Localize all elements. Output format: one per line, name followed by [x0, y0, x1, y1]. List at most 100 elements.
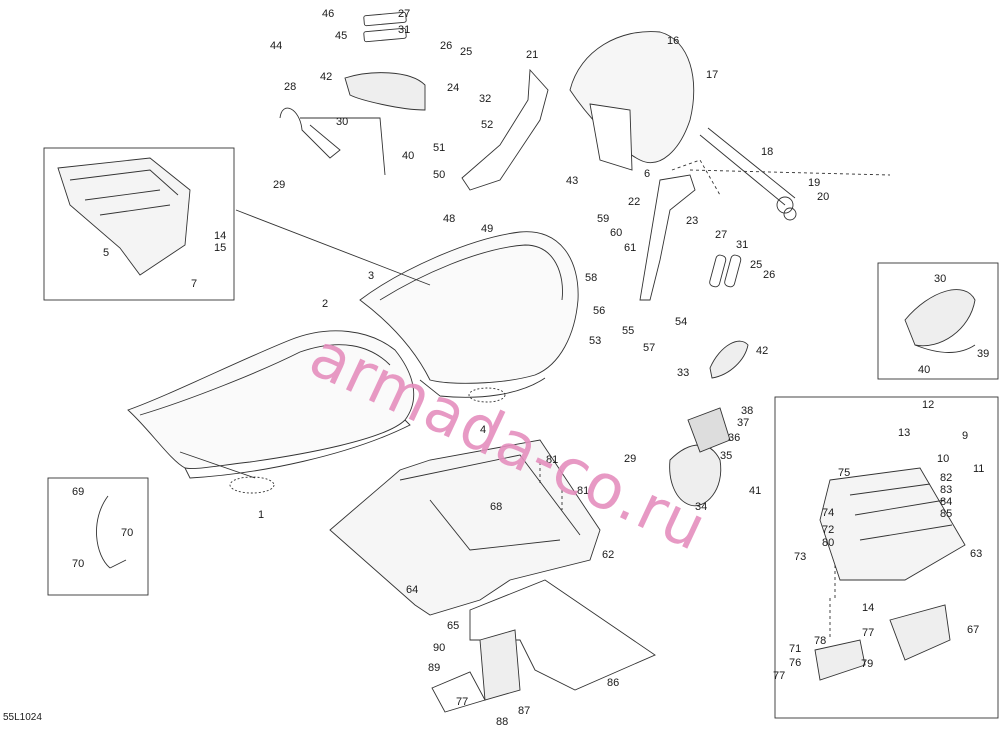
callout-label: 88 [496, 716, 509, 728]
callout-label: 56 [593, 305, 606, 317]
callout-label: 70 [121, 527, 134, 539]
callout-label: 5 [103, 247, 110, 259]
callout-label: 40 [918, 364, 931, 376]
callout-label: 27 [715, 229, 728, 241]
under-tray [329, 439, 601, 616]
callout-label: 60 [610, 227, 623, 239]
callout-label: 77 [456, 696, 469, 708]
callout-label: 2 [322, 298, 329, 310]
callout-label: 65 [447, 620, 460, 632]
callout-label: 43 [566, 175, 579, 187]
callout-label: 44 [270, 40, 283, 52]
callout-label: 64 [406, 584, 419, 596]
callout-label: 69 [72, 486, 85, 498]
callout-label: 22 [628, 196, 641, 208]
callout-label: 85 [940, 508, 953, 520]
callout-label: 31 [398, 24, 411, 36]
inset-frame-rack [774, 396, 999, 719]
callout-label: 71 [789, 643, 802, 655]
callout-label: 57 [643, 342, 656, 354]
callout-label: 70 [72, 558, 85, 570]
floor-mat [469, 579, 656, 691]
callout-label: 35 [720, 450, 733, 462]
callout-label: 10 [937, 453, 950, 465]
callout-label: 13 [898, 427, 911, 439]
callout-label: 11 [973, 463, 985, 475]
callout-label: 52 [481, 119, 494, 131]
callout-label: 42 [756, 345, 769, 357]
callout-label: 79 [861, 658, 874, 670]
callout-label: 73 [794, 551, 807, 563]
callout-label: 26 [440, 40, 453, 52]
callout-label: 51 [433, 142, 446, 154]
callout-label: 33 [677, 367, 690, 379]
inset-frame-seat-base [43, 147, 235, 301]
callout-label: 58 [585, 272, 598, 284]
callout-label: 12 [922, 399, 935, 411]
callout-label: 87 [518, 705, 531, 717]
callout-label: 62 [602, 549, 615, 561]
callout-label: 30 [336, 116, 349, 128]
callout-label: 21 [526, 49, 539, 61]
callout-label: 59 [597, 213, 610, 225]
callout-label: 26 [763, 269, 776, 281]
callout-label: 36 [728, 432, 741, 444]
callout-label: 53 [589, 335, 602, 347]
callout-label: 83 [940, 484, 953, 496]
callout-label: 78 [814, 635, 827, 647]
callout-label: 89 [428, 662, 441, 674]
callout-label: 20 [817, 191, 830, 203]
callout-label: 9 [962, 430, 969, 442]
callout-label: 77 [773, 670, 786, 682]
callout-label: 7 [191, 278, 198, 290]
callout-label: 61 [624, 242, 637, 254]
callout-label: 54 [675, 316, 688, 328]
callout-label: 67 [967, 624, 980, 636]
callout-label: 75 [838, 467, 851, 479]
callout-label: 32 [479, 93, 492, 105]
callout-label: 1 [258, 509, 265, 521]
callout-label: 14 [862, 602, 875, 614]
callout-label: 30 [934, 273, 947, 285]
callout-label: 3 [368, 270, 375, 282]
callout-label: 17 [706, 69, 719, 81]
callout-label: 84 [940, 496, 953, 508]
callout-label: 28 [284, 81, 297, 93]
callout-label: 34 [695, 501, 708, 513]
passenger-seat [359, 231, 579, 384]
callout-label: 90 [433, 642, 446, 654]
callout-label: 72 [822, 524, 835, 536]
callout-label: 31 [736, 239, 749, 251]
callout-label: 48 [443, 213, 456, 225]
callout-label: 39 [977, 348, 990, 360]
callout-label: 4 [480, 424, 487, 436]
callout-label: 46 [322, 8, 335, 20]
callout-label: 38 [741, 405, 754, 417]
callout-label: 19 [808, 177, 821, 189]
callout-label: 81 [546, 454, 559, 466]
callout-label: 18 [761, 146, 774, 158]
callout-label: 49 [481, 223, 494, 235]
callout-label: 15 [214, 242, 227, 254]
callout-label: 29 [624, 453, 637, 465]
callout-label: 74 [822, 507, 835, 519]
drawing-code: 55L1024 [3, 712, 42, 723]
callout-label: 77 [862, 627, 875, 639]
inset-frame-cable [47, 477, 149, 596]
callout-label: 81 [577, 485, 590, 497]
callout-label: 23 [686, 215, 699, 227]
callout-label: 45 [335, 30, 348, 42]
callout-label: 27 [398, 8, 411, 20]
callout-label: 80 [822, 537, 835, 549]
callout-label: 25 [460, 46, 473, 58]
callout-label: 6 [644, 168, 651, 180]
callout-label: 86 [607, 677, 620, 689]
callout-label: 63 [970, 548, 983, 560]
callout-label: 42 [320, 71, 333, 83]
callout-label: 40 [402, 150, 415, 162]
callout-label: 37 [737, 417, 750, 429]
callout-label: 55 [622, 325, 635, 337]
callout-label: 76 [789, 657, 802, 669]
